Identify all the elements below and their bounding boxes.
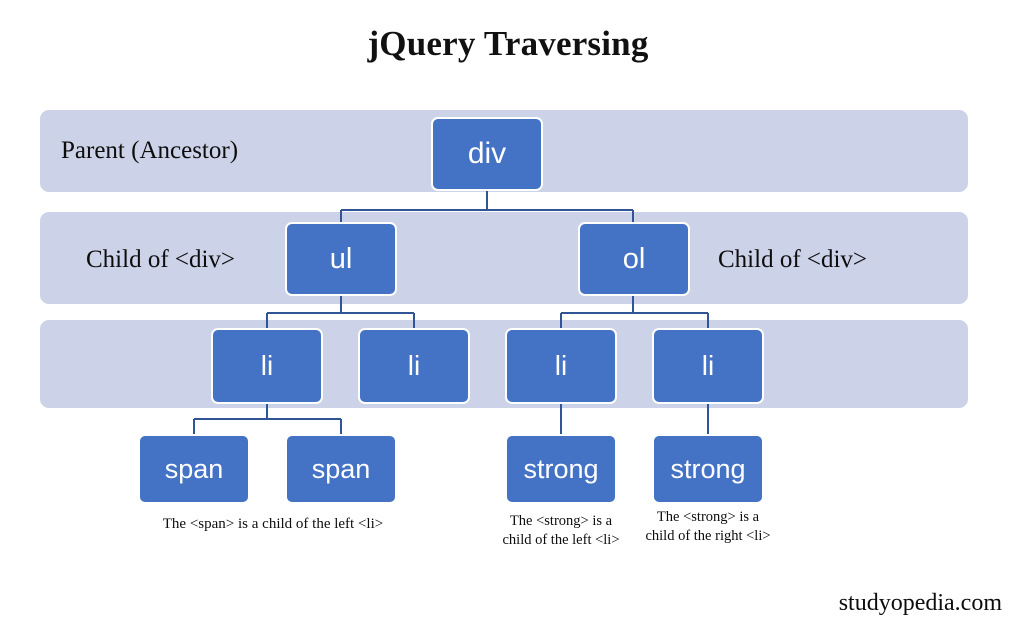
node-span-2[interactable]: span: [285, 434, 397, 504]
child-level-band: [40, 212, 968, 304]
node-strong-1[interactable]: strong: [505, 434, 617, 504]
node-li-3[interactable]: li: [505, 328, 617, 404]
caption-span: The <span> is a child of the left <li>: [162, 516, 384, 532]
page-title: jQuery Traversing: [367, 24, 649, 63]
node-ul[interactable]: ul: [285, 222, 397, 296]
child-of-div-label-right: Child of <div>: [718, 246, 868, 273]
child-of-div-label-left: Child of <div>: [86, 246, 236, 273]
node-li-4[interactable]: li: [652, 328, 764, 404]
caption-strong-right: The <strong> is a child of the right <li…: [645, 509, 771, 545]
node-span-1[interactable]: span: [138, 434, 250, 504]
grandchild-level-band: [40, 320, 968, 408]
node-div[interactable]: div: [431, 117, 543, 191]
watermark: studyopedia.com: [838, 590, 1002, 616]
node-strong-2[interactable]: strong: [652, 434, 764, 504]
parent-ancestor-label: Parent (Ancestor): [61, 137, 239, 164]
caption-strong-left: The <strong> is a child of the left <li>: [502, 513, 620, 549]
node-ol[interactable]: ol: [578, 222, 690, 296]
node-li-2[interactable]: li: [358, 328, 470, 404]
node-li-1[interactable]: li: [211, 328, 323, 404]
